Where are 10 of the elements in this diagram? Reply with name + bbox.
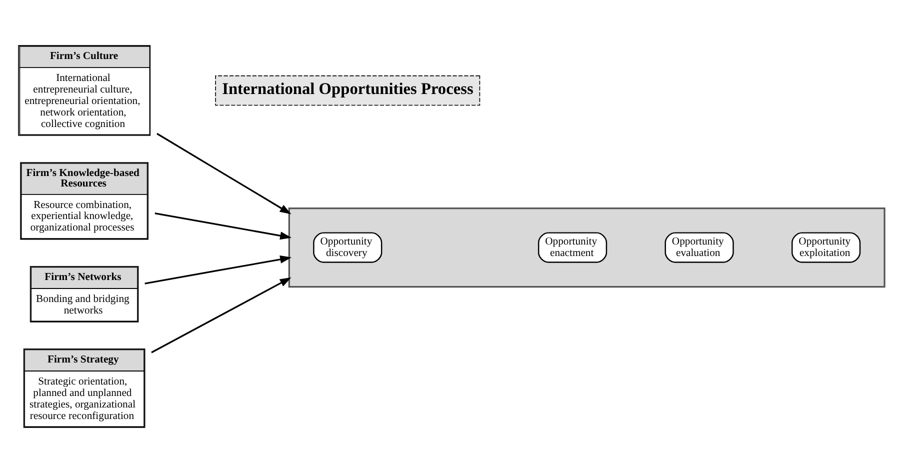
arrow [156, 132, 292, 214]
node-box: Opportunity enactment [538, 232, 608, 263]
node-box: International Opportunities Process [215, 75, 480, 106]
cluster [288, 207, 886, 288]
arrow [144, 255, 292, 284]
node-box: Opportunity discovery [313, 232, 382, 263]
arrow [151, 277, 292, 354]
node-box: Opportunity evaluation [664, 232, 734, 263]
node-box: Opportunity exploitation [792, 232, 861, 263]
arrow [154, 212, 292, 240]
